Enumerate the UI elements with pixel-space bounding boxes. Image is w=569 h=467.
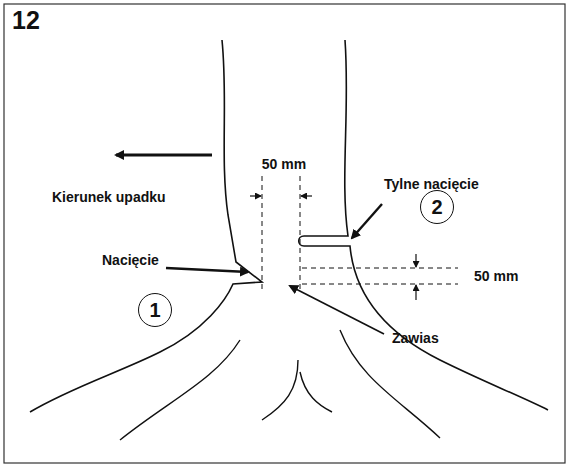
part-label: Tylne nacięcie xyxy=(384,176,479,192)
root-line xyxy=(340,330,440,438)
figure-number: 12 xyxy=(12,6,40,35)
dimension-line xyxy=(302,268,458,269)
dimension-line xyxy=(300,176,301,292)
callout-number: 1 xyxy=(149,300,160,320)
callout-circle: 1 xyxy=(138,293,172,327)
part-label: Nacięcie xyxy=(102,252,159,268)
dimension-line xyxy=(302,284,458,285)
dimension-line xyxy=(262,176,263,292)
leader-arrow xyxy=(290,286,384,334)
dimension-arrow xyxy=(415,254,416,267)
leader-arrow xyxy=(166,268,248,272)
dimension-arrow xyxy=(415,285,416,300)
trunk-right-outline xyxy=(299,40,548,410)
dimension-text: 50 mm xyxy=(474,268,518,284)
callout-circle: 2 xyxy=(420,190,454,224)
root-line xyxy=(120,340,240,440)
frame xyxy=(4,4,565,463)
direction-label: Kierunek upadku xyxy=(52,189,166,205)
part-label: Zawias xyxy=(392,330,439,346)
fall-direction-arrow xyxy=(116,154,212,157)
callout-number: 2 xyxy=(431,197,442,217)
leader-arrow xyxy=(352,204,382,238)
dimension-arrow xyxy=(301,195,312,196)
root-line xyxy=(262,360,332,420)
dimension-text: 50 mm xyxy=(260,156,308,172)
dimension-arrow xyxy=(250,195,261,196)
